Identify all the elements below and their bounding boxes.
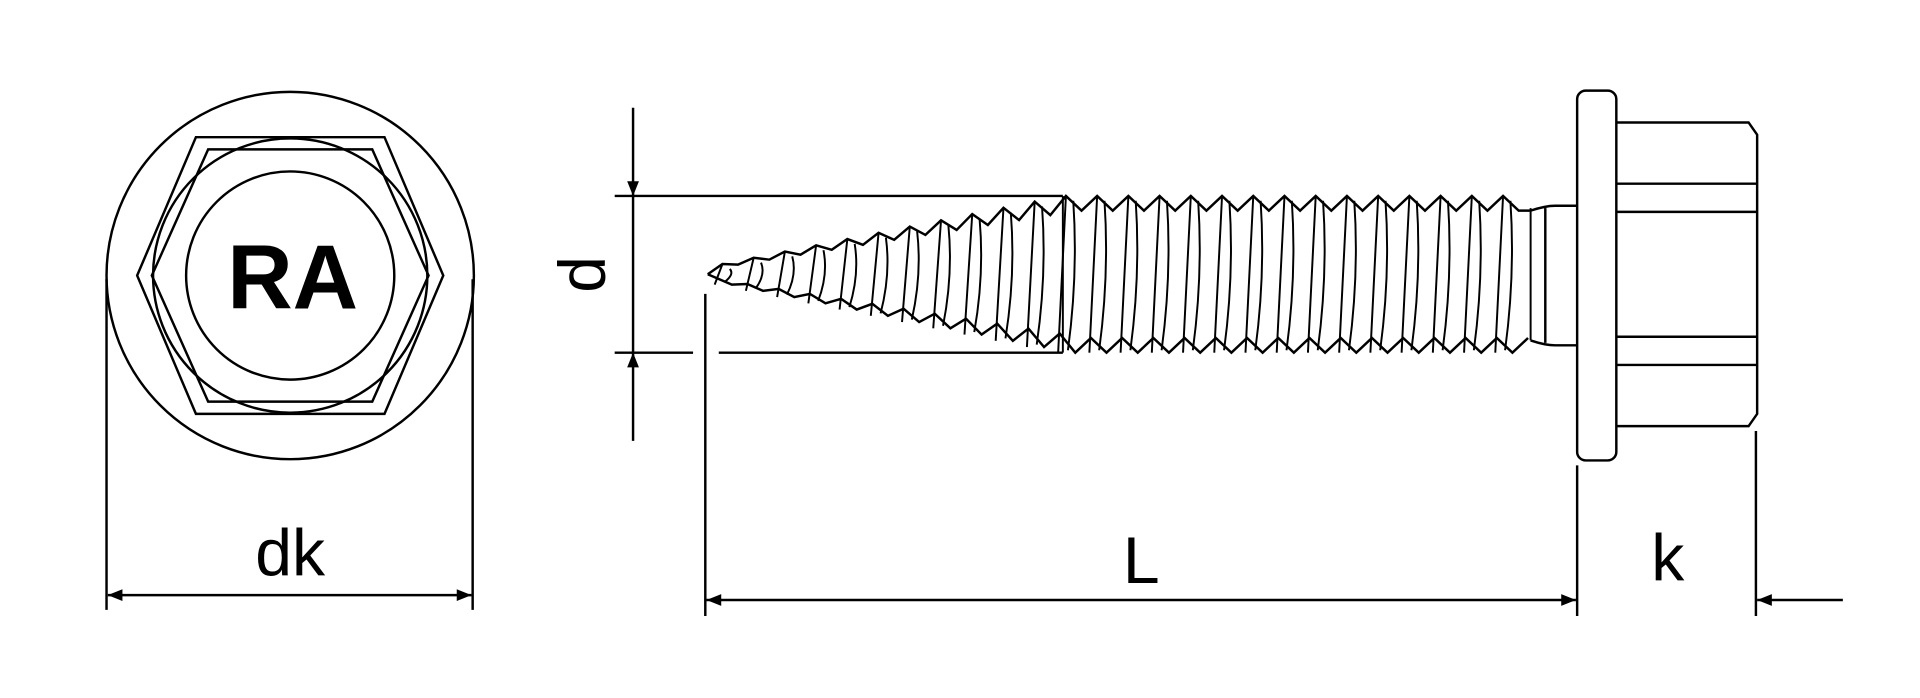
dk-label: dk — [255, 517, 326, 591]
head-top-view: RA — [105, 90, 476, 461]
dk-dimension: dk — [105, 279, 474, 610]
flange — [1575, 89, 1618, 462]
hex-outline — [135, 135, 445, 416]
length-dimension: L — [704, 293, 1579, 616]
marking-circle — [184, 170, 396, 381]
thread-crest-top — [707, 194, 1531, 276]
screw-neck — [1530, 204, 1578, 347]
thread-flanks — [713, 195, 1513, 353]
k-dimension: k — [1651, 431, 1843, 616]
flange-outline — [105, 90, 476, 461]
screw-side-view — [707, 89, 1759, 462]
washer-face — [151, 137, 429, 414]
d-label: d — [546, 256, 620, 293]
thread — [707, 194, 1532, 355]
k-label: k — [1651, 521, 1685, 595]
head-marking: RA — [227, 228, 358, 329]
hex-head — [1616, 121, 1759, 428]
d-dimension: d — [546, 107, 1063, 441]
l-label: L — [1123, 524, 1160, 598]
